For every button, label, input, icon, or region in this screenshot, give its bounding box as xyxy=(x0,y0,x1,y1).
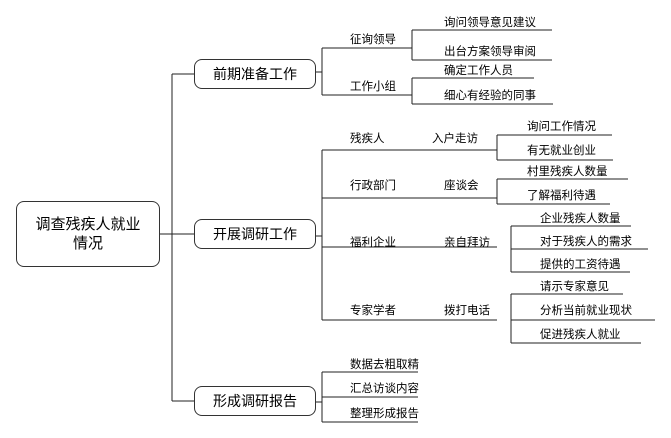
group-label: 征询领导 xyxy=(350,32,396,46)
branch-node: 形成调研报告 xyxy=(194,386,316,416)
leaf-label: 对于残疾人的需求 xyxy=(540,234,632,248)
leaf-label: 出台方案领导审阅 xyxy=(444,44,536,58)
method-label: 座谈会 xyxy=(444,178,479,192)
leaf-label: 有无就业创业 xyxy=(527,143,596,157)
group-label: 行政部门 xyxy=(350,178,396,192)
group-label: 福利企业 xyxy=(350,235,396,249)
root-label: 调查残疾人就业情况 xyxy=(35,215,141,252)
leaf-label: 促进残疾人就业 xyxy=(540,327,621,341)
leaf-label: 请示专家意见 xyxy=(540,279,609,293)
leaf-label: 询问工作情况 xyxy=(527,119,596,133)
leaf-label: 分析当前就业现状 xyxy=(540,303,632,317)
branch-label: 开展调研工作 xyxy=(213,227,297,243)
leaf-label: 村里残疾人数量 xyxy=(527,164,608,178)
branch-label: 形成调研报告 xyxy=(213,394,297,410)
leaf-label: 整理形成报告 xyxy=(350,406,419,420)
method-label: 入户走访 xyxy=(432,131,478,145)
branch-node: 开展调研工作 xyxy=(194,219,316,249)
root-node: 调查残疾人就业情况 xyxy=(16,201,160,267)
leaf-label: 汇总访谈内容 xyxy=(350,381,419,395)
leaf-label: 了解福利待遇 xyxy=(527,188,596,202)
group-label: 专家学者 xyxy=(350,303,396,317)
leaf-label: 确定工作人员 xyxy=(444,63,513,77)
leaf-label: 询问领导意见建议 xyxy=(444,15,536,29)
method-label: 亲自拜访 xyxy=(444,235,490,249)
group-label: 工作小组 xyxy=(350,79,396,93)
branch-label: 前期准备工作 xyxy=(213,67,297,83)
method-label: 拨打电话 xyxy=(444,303,490,317)
group-label: 残疾人 xyxy=(350,131,385,145)
leaf-label: 数据去粗取精 xyxy=(350,357,419,371)
branch-node: 前期准备工作 xyxy=(194,59,316,89)
leaf-label: 企业残疾人数量 xyxy=(540,211,621,225)
leaf-label: 细心有经验的同事 xyxy=(444,88,536,102)
leaf-label: 提供的工资待遇 xyxy=(540,257,621,271)
